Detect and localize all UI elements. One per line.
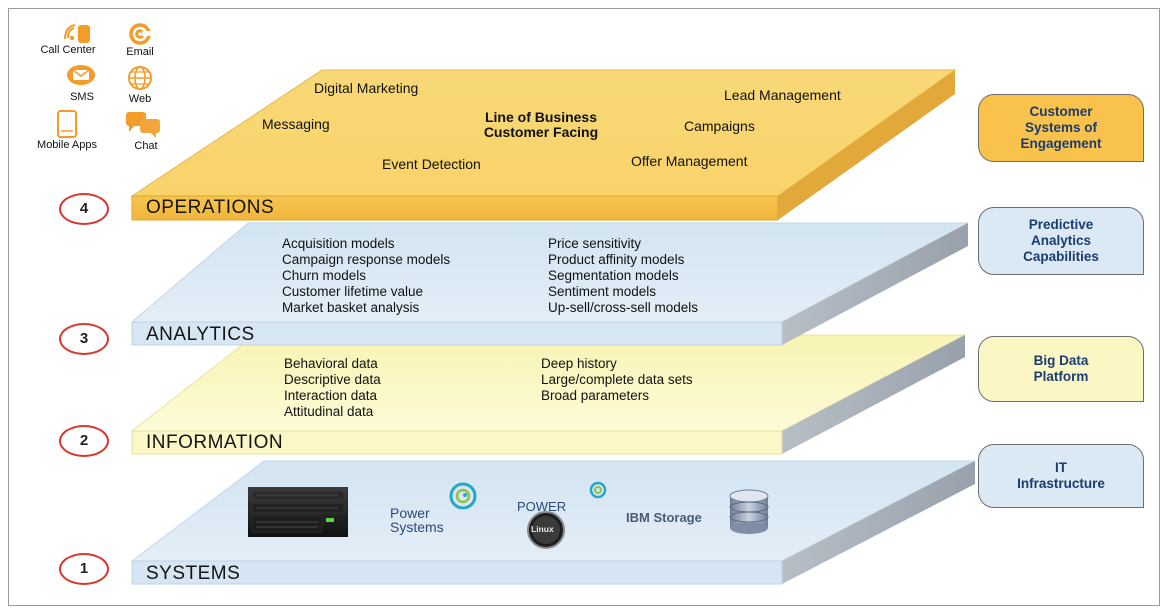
chat-icon bbox=[126, 112, 160, 138]
power-systems-logo-icon bbox=[449, 482, 477, 510]
layer-name-systems: SYSTEMS bbox=[146, 563, 241, 584]
channel-label-chat: Chat bbox=[134, 140, 158, 152]
sms-icon bbox=[67, 65, 95, 85]
op-item-digital-marketing: Digital Marketing bbox=[314, 80, 419, 96]
analytics-item: Acquisition models bbox=[282, 236, 395, 251]
side-tab-it-infrastructure: IT Infrastructure bbox=[978, 444, 1144, 508]
diagram-frame bbox=[8, 8, 1160, 606]
layer-number-1: 1 bbox=[59, 553, 109, 585]
analytics-item: Customer lifetime value bbox=[282, 284, 424, 299]
analytics-item: Segmentation models bbox=[548, 268, 679, 283]
op-item-campaigns: Campaigns bbox=[684, 118, 755, 134]
web-icon bbox=[128, 66, 152, 90]
power-logo-icon bbox=[589, 481, 607, 499]
power-systems-line1: Power bbox=[390, 505, 430, 521]
information-item: Descriptive data bbox=[284, 372, 381, 387]
channel-label-web: Web bbox=[128, 93, 152, 105]
operations-layer-shape bbox=[130, 69, 957, 221]
op-item-offer-management: Offer Management bbox=[631, 153, 748, 169]
channel-label-call-center: Call Center bbox=[40, 44, 96, 56]
op-item-messaging: Messaging bbox=[262, 116, 330, 132]
email-icon bbox=[129, 23, 151, 45]
side-tab-predictive-analytics: Predictive Analytics Capabilities bbox=[978, 207, 1144, 275]
layer-number-3: 3 bbox=[59, 323, 109, 355]
analytics-item: Up-sell/cross-sell models bbox=[548, 300, 699, 315]
op-item-lead-management: Lead Management bbox=[724, 87, 841, 103]
power-label: POWER bbox=[517, 499, 567, 514]
information-item: Behavioral data bbox=[284, 356, 378, 371]
channel-label-mobile-apps: Mobile Apps bbox=[37, 139, 97, 151]
side-tab-label: IT Infrastructure bbox=[1017, 460, 1105, 491]
layer-number-2: 2 bbox=[59, 425, 109, 457]
power-systems-label: Power Systems bbox=[390, 506, 444, 534]
call-center-icon bbox=[64, 24, 90, 43]
information-left-list: Behavioral data Descriptive data Interac… bbox=[284, 356, 381, 420]
layer-name-information: INFORMATION bbox=[146, 432, 284, 453]
analytics-item: Price sensitivity bbox=[548, 236, 642, 251]
layer-name-operations: OPERATIONS bbox=[146, 197, 275, 218]
op-item-event-detection: Event Detection bbox=[382, 156, 481, 172]
information-item: Large/complete data sets bbox=[541, 372, 693, 387]
linux-badge-icon bbox=[527, 511, 565, 549]
server-rack-icon bbox=[248, 487, 348, 537]
linux-label: Linux bbox=[531, 524, 554, 534]
ibm-storage-label: IBM Storage bbox=[626, 510, 702, 525]
information-item: Deep history bbox=[541, 356, 617, 371]
side-tab-customer-engagement: Customer Systems of Engagement bbox=[978, 94, 1144, 162]
layer-name-analytics: ANALYTICS bbox=[146, 324, 255, 345]
analytics-left-list: Acquisition models Campaign response mod… bbox=[282, 236, 450, 316]
power-systems-line2: Systems bbox=[390, 519, 444, 535]
channel-label-sms: SMS bbox=[70, 91, 94, 103]
information-right-list: Deep history Large/complete data sets Br… bbox=[541, 356, 693, 404]
information-item: Attitudinal data bbox=[284, 404, 374, 419]
analytics-item: Market basket analysis bbox=[282, 300, 420, 315]
side-tab-big-data: Big Data Platform bbox=[978, 336, 1144, 402]
analytics-layer-shape bbox=[130, 222, 969, 346]
information-item: Interaction data bbox=[284, 388, 378, 403]
information-layer-shape bbox=[130, 334, 966, 455]
op-center-title: Line of Business Customer Facing bbox=[483, 109, 599, 140]
analytics-item: Campaign response models bbox=[282, 252, 451, 267]
layer-number-4: 4 bbox=[59, 193, 109, 225]
analytics-item: Product affinity models bbox=[548, 252, 685, 267]
channel-label-email: Email bbox=[126, 46, 154, 58]
mobile-apps-icon bbox=[57, 110, 77, 138]
ibm-storage-icon bbox=[729, 489, 769, 534]
side-tab-label: Big Data Platform bbox=[1033, 353, 1089, 384]
side-tab-label: Predictive Analytics Capabilities bbox=[1023, 217, 1099, 264]
information-item: Broad parameters bbox=[541, 388, 650, 403]
analytics-item: Sentiment models bbox=[548, 284, 657, 299]
analytics-item: Churn models bbox=[282, 268, 367, 283]
analytics-right-list: Price sensitivity Product affinity model… bbox=[548, 236, 698, 316]
side-tab-label: Customer Systems of Engagement bbox=[1020, 104, 1102, 151]
